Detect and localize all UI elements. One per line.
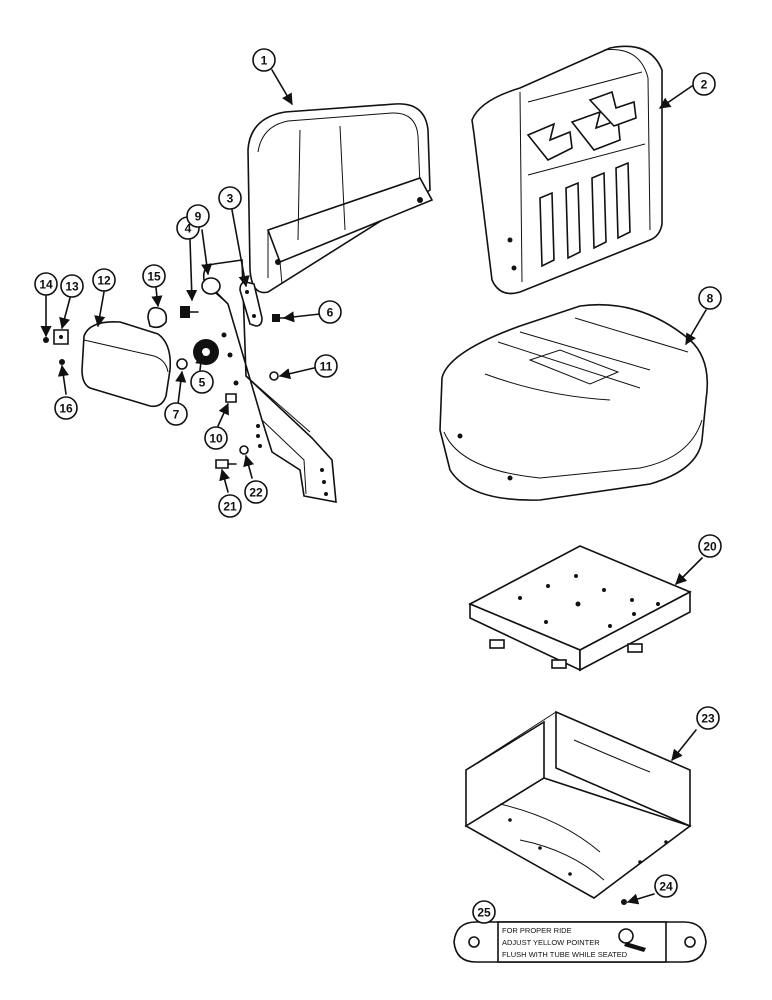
nut-7 <box>176 358 188 370</box>
callout-22: 22 <box>244 480 268 504</box>
svg-text:3: 3 <box>227 192 234 206</box>
svg-text:25: 25 <box>477 906 491 920</box>
callout-1: 1 <box>252 48 276 72</box>
svg-text:8: 8 <box>707 292 714 306</box>
suspension-boot <box>464 710 692 899</box>
svg-text:6: 6 <box>327 306 334 320</box>
washer-22 <box>239 445 249 455</box>
svg-text:7: 7 <box>173 408 180 422</box>
svg-text:21: 21 <box>223 500 237 514</box>
svg-text:9: 9 <box>195 210 202 224</box>
svg-text:16: 16 <box>59 402 73 416</box>
callout-12: 12 <box>92 268 116 292</box>
seat-cushion <box>439 303 709 501</box>
svg-text:13: 13 <box>65 280 79 294</box>
decal-line-2: ADJUST YELLOW POINTER <box>502 938 600 947</box>
svg-text:2: 2 <box>701 78 708 92</box>
svg-text:5: 5 <box>199 376 206 390</box>
callout-11: 11 <box>314 354 338 378</box>
callout-14: 14 <box>34 272 58 296</box>
callout-16: 16 <box>54 396 78 420</box>
svg-text:24: 24 <box>659 880 673 894</box>
svg-text:20: 20 <box>703 540 717 554</box>
clip-15 <box>147 306 168 329</box>
ride-decal: FOR PROPER RIDE ADJUST YELLOW POINTER FL… <box>453 921 707 963</box>
hardware-13 <box>53 329 69 345</box>
hardware-14 <box>43 337 49 343</box>
svg-text:10: 10 <box>209 432 223 446</box>
svg-text:11: 11 <box>320 360 333 374</box>
knob-5 <box>193 339 219 365</box>
callout-21: 21 <box>218 494 242 518</box>
callout-2: 2 <box>692 72 716 96</box>
svg-text:4: 4 <box>185 222 192 236</box>
callout-9: 9 <box>186 204 210 228</box>
washer-11 <box>269 371 279 381</box>
callout-15: 15 <box>142 264 166 288</box>
seat-back-cushion <box>471 45 663 295</box>
bolt-21 <box>215 459 237 469</box>
leader-lines <box>40 69 707 905</box>
decal-line-3: FLUSH WITH TUBE WHILE SEATED <box>502 950 628 959</box>
callout-7: 7 <box>164 402 188 426</box>
bolt-4 <box>180 306 199 318</box>
callout-10: 10 <box>204 426 228 450</box>
svg-text:15: 15 <box>147 270 161 284</box>
seat-slide-plate <box>468 545 692 672</box>
armrest-pad <box>81 320 172 408</box>
decal-line-1: FOR PROPER RIDE <box>502 926 572 935</box>
hardware-16 <box>59 359 65 365</box>
callout-3: 3 <box>218 186 242 210</box>
svg-text:12: 12 <box>97 274 111 288</box>
callout-25: 25 <box>472 900 496 924</box>
svg-text:23: 23 <box>701 712 715 726</box>
callout-8: 8 <box>698 286 722 310</box>
callout-6: 6 <box>318 300 342 324</box>
callout-13: 13 <box>60 274 84 298</box>
callout-5: 5 <box>190 370 214 394</box>
svg-text:22: 22 <box>249 486 263 500</box>
bolt-10 <box>225 393 237 403</box>
svg-text:14: 14 <box>39 278 53 292</box>
svg-text:1: 1 <box>261 54 268 68</box>
callout-24: 24 <box>654 874 678 898</box>
callout-23: 23 <box>696 706 720 730</box>
seat-back-shell <box>247 103 434 294</box>
callout-20: 20 <box>698 534 722 558</box>
screw-24 <box>621 899 627 905</box>
